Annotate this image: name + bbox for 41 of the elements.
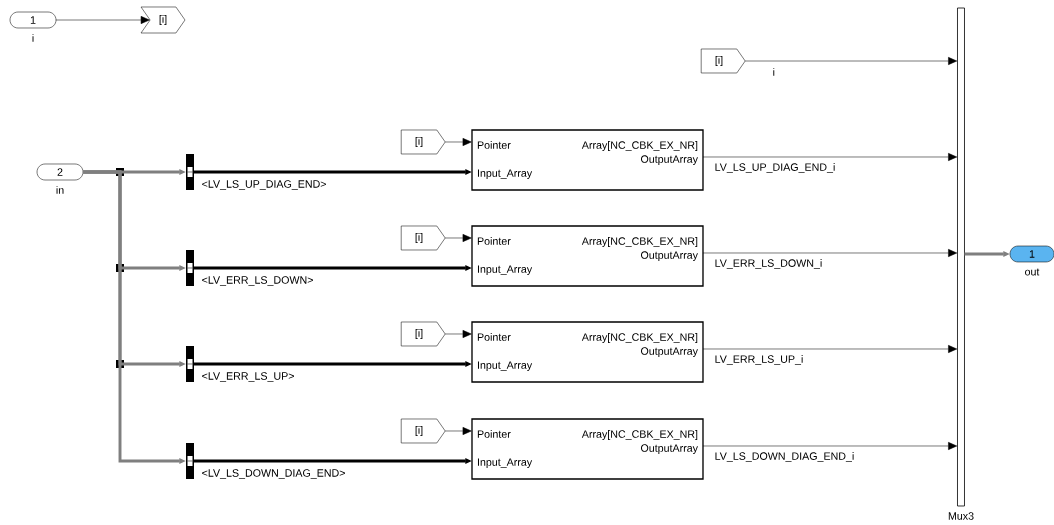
edge-label: LV_LS_UP_DIAG_END_i (713, 161, 837, 175)
outport-block: 1 (1009, 245, 1054, 263)
signal-arrow (444, 427, 472, 435)
signal-arrow (444, 234, 472, 242)
edge-label: i (771, 66, 777, 78)
edge-label: <LV_LS_UP_DIAG_END> (200, 178, 328, 192)
block-label: Mux3 (948, 512, 974, 520)
inport-block: 2 (36, 163, 84, 181)
subsystem-block: Pointer Array[NC_CBK_EX_NR] OutputArray Input_Array (471, 129, 704, 191)
edge-label: <LV_ERR_LS_DOWN> (200, 274, 315, 288)
edge-label: <LV_ERR_LS_UP> (200, 370, 296, 384)
signal-arrow (444, 138, 472, 146)
subsystem-block: Pointer Array[NC_CBK_EX_NR] OutputArray Input_Array (471, 321, 704, 383)
edge-label: LV_ERR_LS_UP_i (713, 353, 805, 367)
mux-bar (957, 7, 965, 507)
goto-tag: [i] (140, 6, 186, 34)
subsystem-block: Pointer Array[NC_CBK_EX_NR] OutputArray Input_Array (471, 225, 704, 287)
block-label: i (32, 34, 34, 42)
from-tag: [i] (400, 321, 446, 347)
edge-label: LV_LS_DOWN_DIAG_END_i (713, 450, 856, 464)
bus-selector-bar (186, 443, 194, 479)
inport-block: 1 (9, 11, 57, 29)
signal-arrow (702, 153, 958, 161)
bus-selector-bar (186, 250, 194, 286)
signal-arrow (744, 57, 958, 65)
signal-arrow (702, 249, 958, 257)
from-tag: [i] (400, 129, 446, 155)
subsystem-block: Pointer Array[NC_CBK_EX_NR] OutputArray Input_Array (471, 418, 704, 480)
bus-selector-bar (186, 154, 194, 190)
signal-arrow (702, 442, 958, 450)
signal-arrow (444, 330, 472, 338)
edge-label: <LV_LS_DOWN_DIAG_END> (200, 467, 347, 481)
signal-arrow (702, 345, 958, 353)
from-tag: [i] (400, 418, 446, 444)
from-tag: [i] (700, 48, 746, 74)
block-label: in (56, 186, 64, 194)
block-label: out (1025, 268, 1040, 276)
signal-arrow (55, 16, 150, 24)
from-tag: [i] (400, 225, 446, 251)
bus-selector-bar (186, 346, 194, 382)
edge-label: LV_ERR_LS_DOWN_i (713, 257, 824, 271)
